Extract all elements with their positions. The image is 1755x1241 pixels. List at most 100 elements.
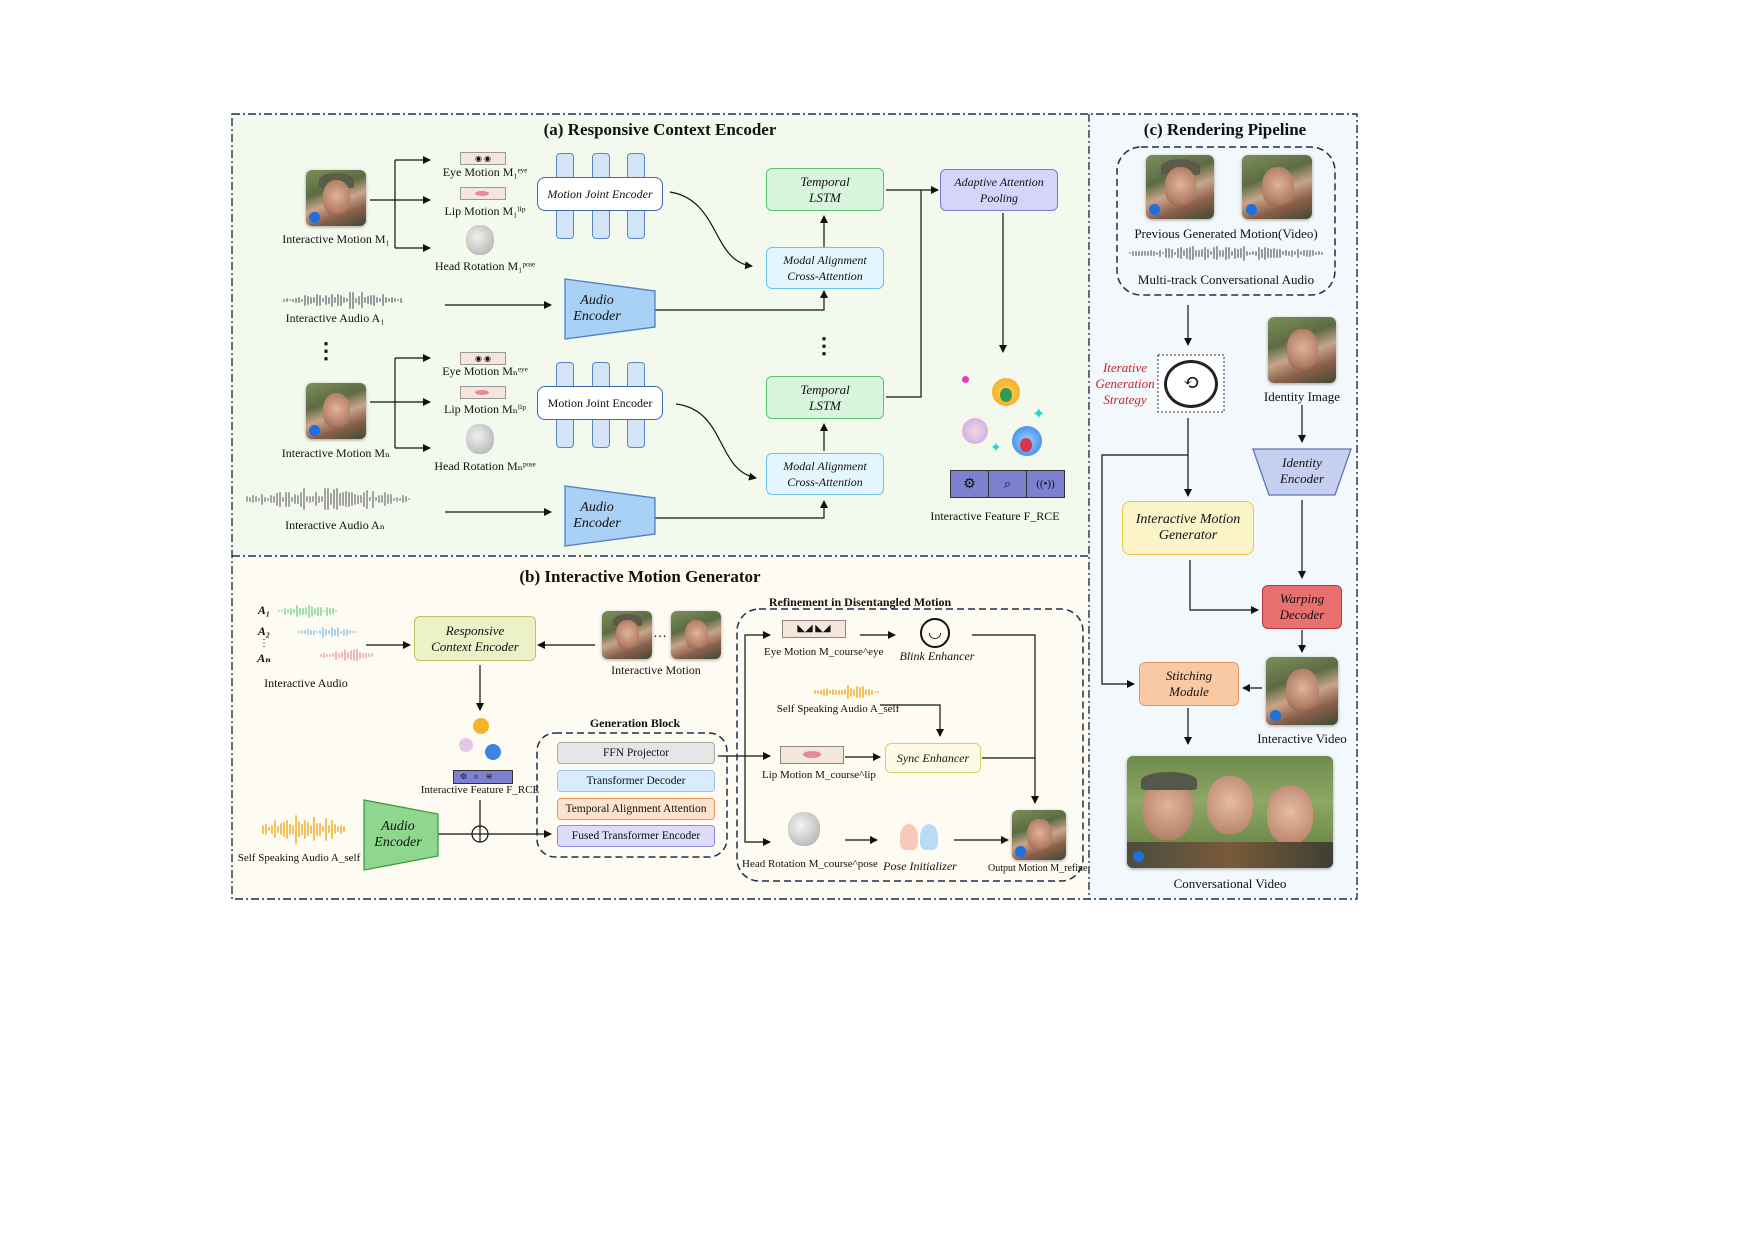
wave-bar xyxy=(1315,251,1317,255)
audio-wave-a1 xyxy=(278,603,337,619)
wave-bar xyxy=(249,496,251,502)
audio-encoder-self: Audio Encoder xyxy=(374,819,422,850)
wave-bar xyxy=(1270,248,1272,258)
wave-bar xyxy=(372,490,374,508)
wave-bar xyxy=(255,496,257,502)
wave-bar xyxy=(277,825,279,833)
multitrack-audio-label: Multi-track Conversational Audio xyxy=(1137,272,1315,287)
wave-bar xyxy=(349,630,351,634)
wave-bar xyxy=(357,494,359,504)
panel-b-title: (b) Interactive Motion Generator xyxy=(519,567,761,586)
audio-label-dots: ⋮ xyxy=(259,638,269,649)
wave-bar xyxy=(298,297,300,303)
eye-motion-1-label: Eye Motion M₁ᵉʸᵉ xyxy=(442,165,528,179)
wave-bar xyxy=(853,688,855,696)
gear-icon: ⚙ xyxy=(951,471,989,497)
wave-bar xyxy=(841,689,843,695)
wave-bar xyxy=(270,495,272,503)
wave-bar xyxy=(1258,246,1260,260)
wave-bar xyxy=(1222,249,1224,257)
generation-block-title: Generation Block xyxy=(589,716,681,730)
stitching-module: Stitching Module xyxy=(1139,662,1239,706)
wave-bar xyxy=(330,493,332,505)
motion-joint-encoder-n: Motion Joint Encoder xyxy=(537,386,663,420)
wave-bar xyxy=(390,494,392,504)
wave-bar xyxy=(1309,249,1311,257)
wave-bar xyxy=(326,606,328,616)
wave-bar xyxy=(352,291,354,309)
wave-bar xyxy=(1132,250,1134,256)
head-rotation-1-label: Head Rotation M₁ᵖᵒˢᵉ xyxy=(434,259,536,273)
wave-bar xyxy=(1198,249,1200,257)
wave-bar xyxy=(292,824,294,834)
wave-bar xyxy=(399,497,401,501)
wave-bar xyxy=(287,609,289,613)
self-speaking-audio-label-2: Self Speaking Audio A_self xyxy=(776,703,900,715)
wave-bar xyxy=(273,495,275,503)
wave-bar xyxy=(316,631,318,633)
wave-bar xyxy=(1171,248,1173,258)
wave-bar xyxy=(286,298,288,302)
wave-bar xyxy=(817,690,819,694)
wave-bar xyxy=(378,495,380,503)
wave-bar xyxy=(364,297,366,303)
wave-bar xyxy=(408,498,410,500)
modal-alignment-n: Modal Alignment Cross-Attention xyxy=(766,453,884,495)
wave-bar xyxy=(367,296,369,304)
wave-bar xyxy=(329,607,331,615)
wave-bar xyxy=(320,606,322,616)
wave-bar xyxy=(1300,251,1302,255)
self-speaking-audio-label: Self Speaking Audio A_self xyxy=(237,852,361,864)
interactive-motion-label: Interactive Motion xyxy=(611,663,701,677)
wave-bar xyxy=(361,292,363,308)
wave-bar xyxy=(334,297,336,303)
wave-bar xyxy=(258,497,260,501)
wave-bar xyxy=(844,689,846,695)
interactive-audio-n-wave xyxy=(246,486,410,512)
wave-bar xyxy=(1228,247,1230,259)
lip-motion-course-label: Lip Motion M_course^lip xyxy=(762,769,876,781)
wave-bar xyxy=(328,296,330,304)
wave-bar xyxy=(1285,250,1287,256)
wave-bar xyxy=(306,496,308,502)
audio-encoder-1-shape xyxy=(564,278,656,340)
wave-bar xyxy=(346,628,348,636)
wave-bar xyxy=(391,297,393,303)
wave-bar xyxy=(1243,245,1245,261)
wave-bar xyxy=(343,297,345,303)
wave-bar xyxy=(307,629,309,635)
wave-bar xyxy=(1207,248,1209,258)
wave-bar xyxy=(1192,246,1194,260)
wave-bar xyxy=(1219,249,1221,257)
wave-bar xyxy=(312,496,314,502)
wave-bar xyxy=(285,491,287,507)
wave-bar xyxy=(281,610,283,612)
wave-bar xyxy=(292,298,294,302)
wave-bar xyxy=(311,605,313,617)
wave-bar xyxy=(387,494,389,504)
wave-bar xyxy=(353,649,355,661)
wave-bar xyxy=(340,824,342,834)
wave-bar xyxy=(1225,246,1227,260)
wave-bar xyxy=(823,688,825,696)
interactive-feature-icon: ✦ ✦ ⚙ ⌕ ((•)) xyxy=(950,370,1065,502)
wave-bar xyxy=(293,609,295,613)
interactive-motion-1-thumbnail xyxy=(306,170,366,226)
audio-wave-a2 xyxy=(298,625,357,639)
wave-bar xyxy=(295,814,297,844)
wave-bar xyxy=(286,819,288,839)
head-rotation-course-label: Head Rotation M_course^pose xyxy=(742,858,878,870)
wave-bar xyxy=(1246,250,1248,256)
wave-bar xyxy=(1135,250,1137,256)
wave-bar xyxy=(323,610,325,612)
wave-bar xyxy=(329,653,331,657)
wave-bar xyxy=(1186,247,1188,259)
wave-bar xyxy=(313,817,315,841)
wave-bar xyxy=(335,650,337,660)
modal-alignment-1: Modal Alignment Cross-Attention xyxy=(766,247,884,289)
wave-bar xyxy=(1267,248,1269,258)
head-rotation-icon xyxy=(466,424,494,454)
wave-bar xyxy=(335,610,337,612)
wave-bar xyxy=(1141,250,1143,256)
wave-bar xyxy=(310,824,312,834)
